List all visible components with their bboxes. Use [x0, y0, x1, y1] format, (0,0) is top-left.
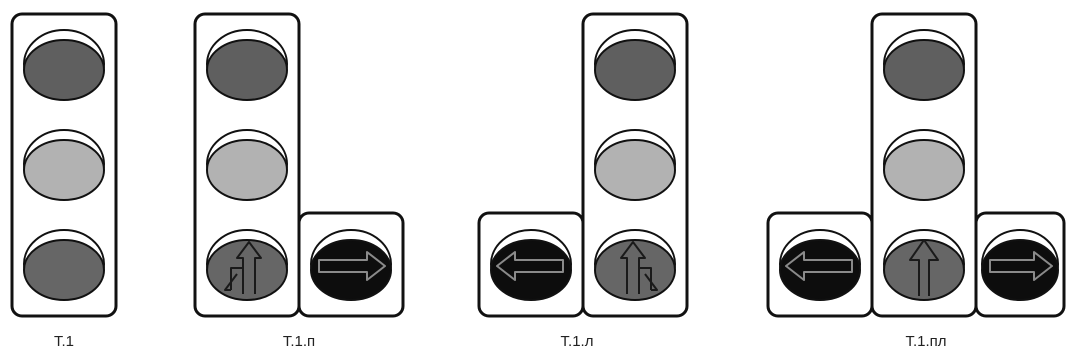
signal-t1p-yellow-lamp — [206, 129, 288, 201]
straight-arrow-icon — [909, 239, 939, 296]
signal-t1p-green-lamp — [206, 229, 288, 301]
right-arrow-icon — [989, 251, 1053, 281]
signal-t1l-yellow-lamp — [594, 129, 676, 201]
straight-and-right-arrow-icon — [224, 241, 262, 294]
signal-t1l-red-lamp — [594, 29, 676, 101]
signal-t1-green-lamp — [23, 229, 105, 301]
caption-t1pl: Т.1.пл — [905, 333, 947, 350]
signal-t1p-red-lamp — [206, 29, 288, 101]
signal-t1l-left-arrow-section — [490, 229, 572, 301]
yellow-lamp-fill — [206, 139, 288, 201]
yellow-lamp-fill — [883, 139, 965, 201]
signal-t1 — [10, 12, 118, 318]
caption-t1l: Т.1.л — [560, 333, 594, 350]
signal-t1pl-red-lamp — [883, 29, 965, 101]
red-lamp-fill — [594, 39, 676, 101]
signal-t1pl-green-lamp — [883, 229, 965, 301]
signal-t1p-right-arrow-section — [310, 229, 392, 301]
red-lamp-fill — [883, 39, 965, 101]
signal-t1pl-yellow-lamp — [883, 129, 965, 201]
green-lamp-fill — [594, 239, 676, 301]
straight-and-left-arrow-icon — [620, 241, 658, 294]
right-arrow-icon — [318, 251, 386, 281]
signal-t1-red-lamp — [23, 29, 105, 101]
caption-t1: Т.1 — [53, 333, 74, 350]
left-arrow-icon — [496, 251, 564, 281]
green-lamp-fill — [23, 239, 105, 301]
red-lamp-fill — [23, 39, 105, 101]
yellow-lamp-fill — [594, 139, 676, 201]
signal-t1p — [193, 12, 405, 318]
signal-t1pl-left-arrow-section — [779, 229, 861, 301]
caption-t1p: Т.1.п — [282, 333, 316, 350]
green-lamp-fill — [883, 239, 965, 301]
signal-t1pl-right-arrow-section — [981, 229, 1059, 301]
signal-t1-yellow-lamp — [23, 129, 105, 201]
signal-t1pl — [766, 12, 1066, 318]
left-arrow-icon — [785, 251, 853, 281]
yellow-lamp-fill — [23, 139, 105, 201]
green-lamp-fill — [206, 239, 288, 301]
signal-t1l — [477, 12, 689, 318]
signal-t1l-green-lamp — [594, 229, 676, 301]
red-lamp-fill — [206, 39, 288, 101]
